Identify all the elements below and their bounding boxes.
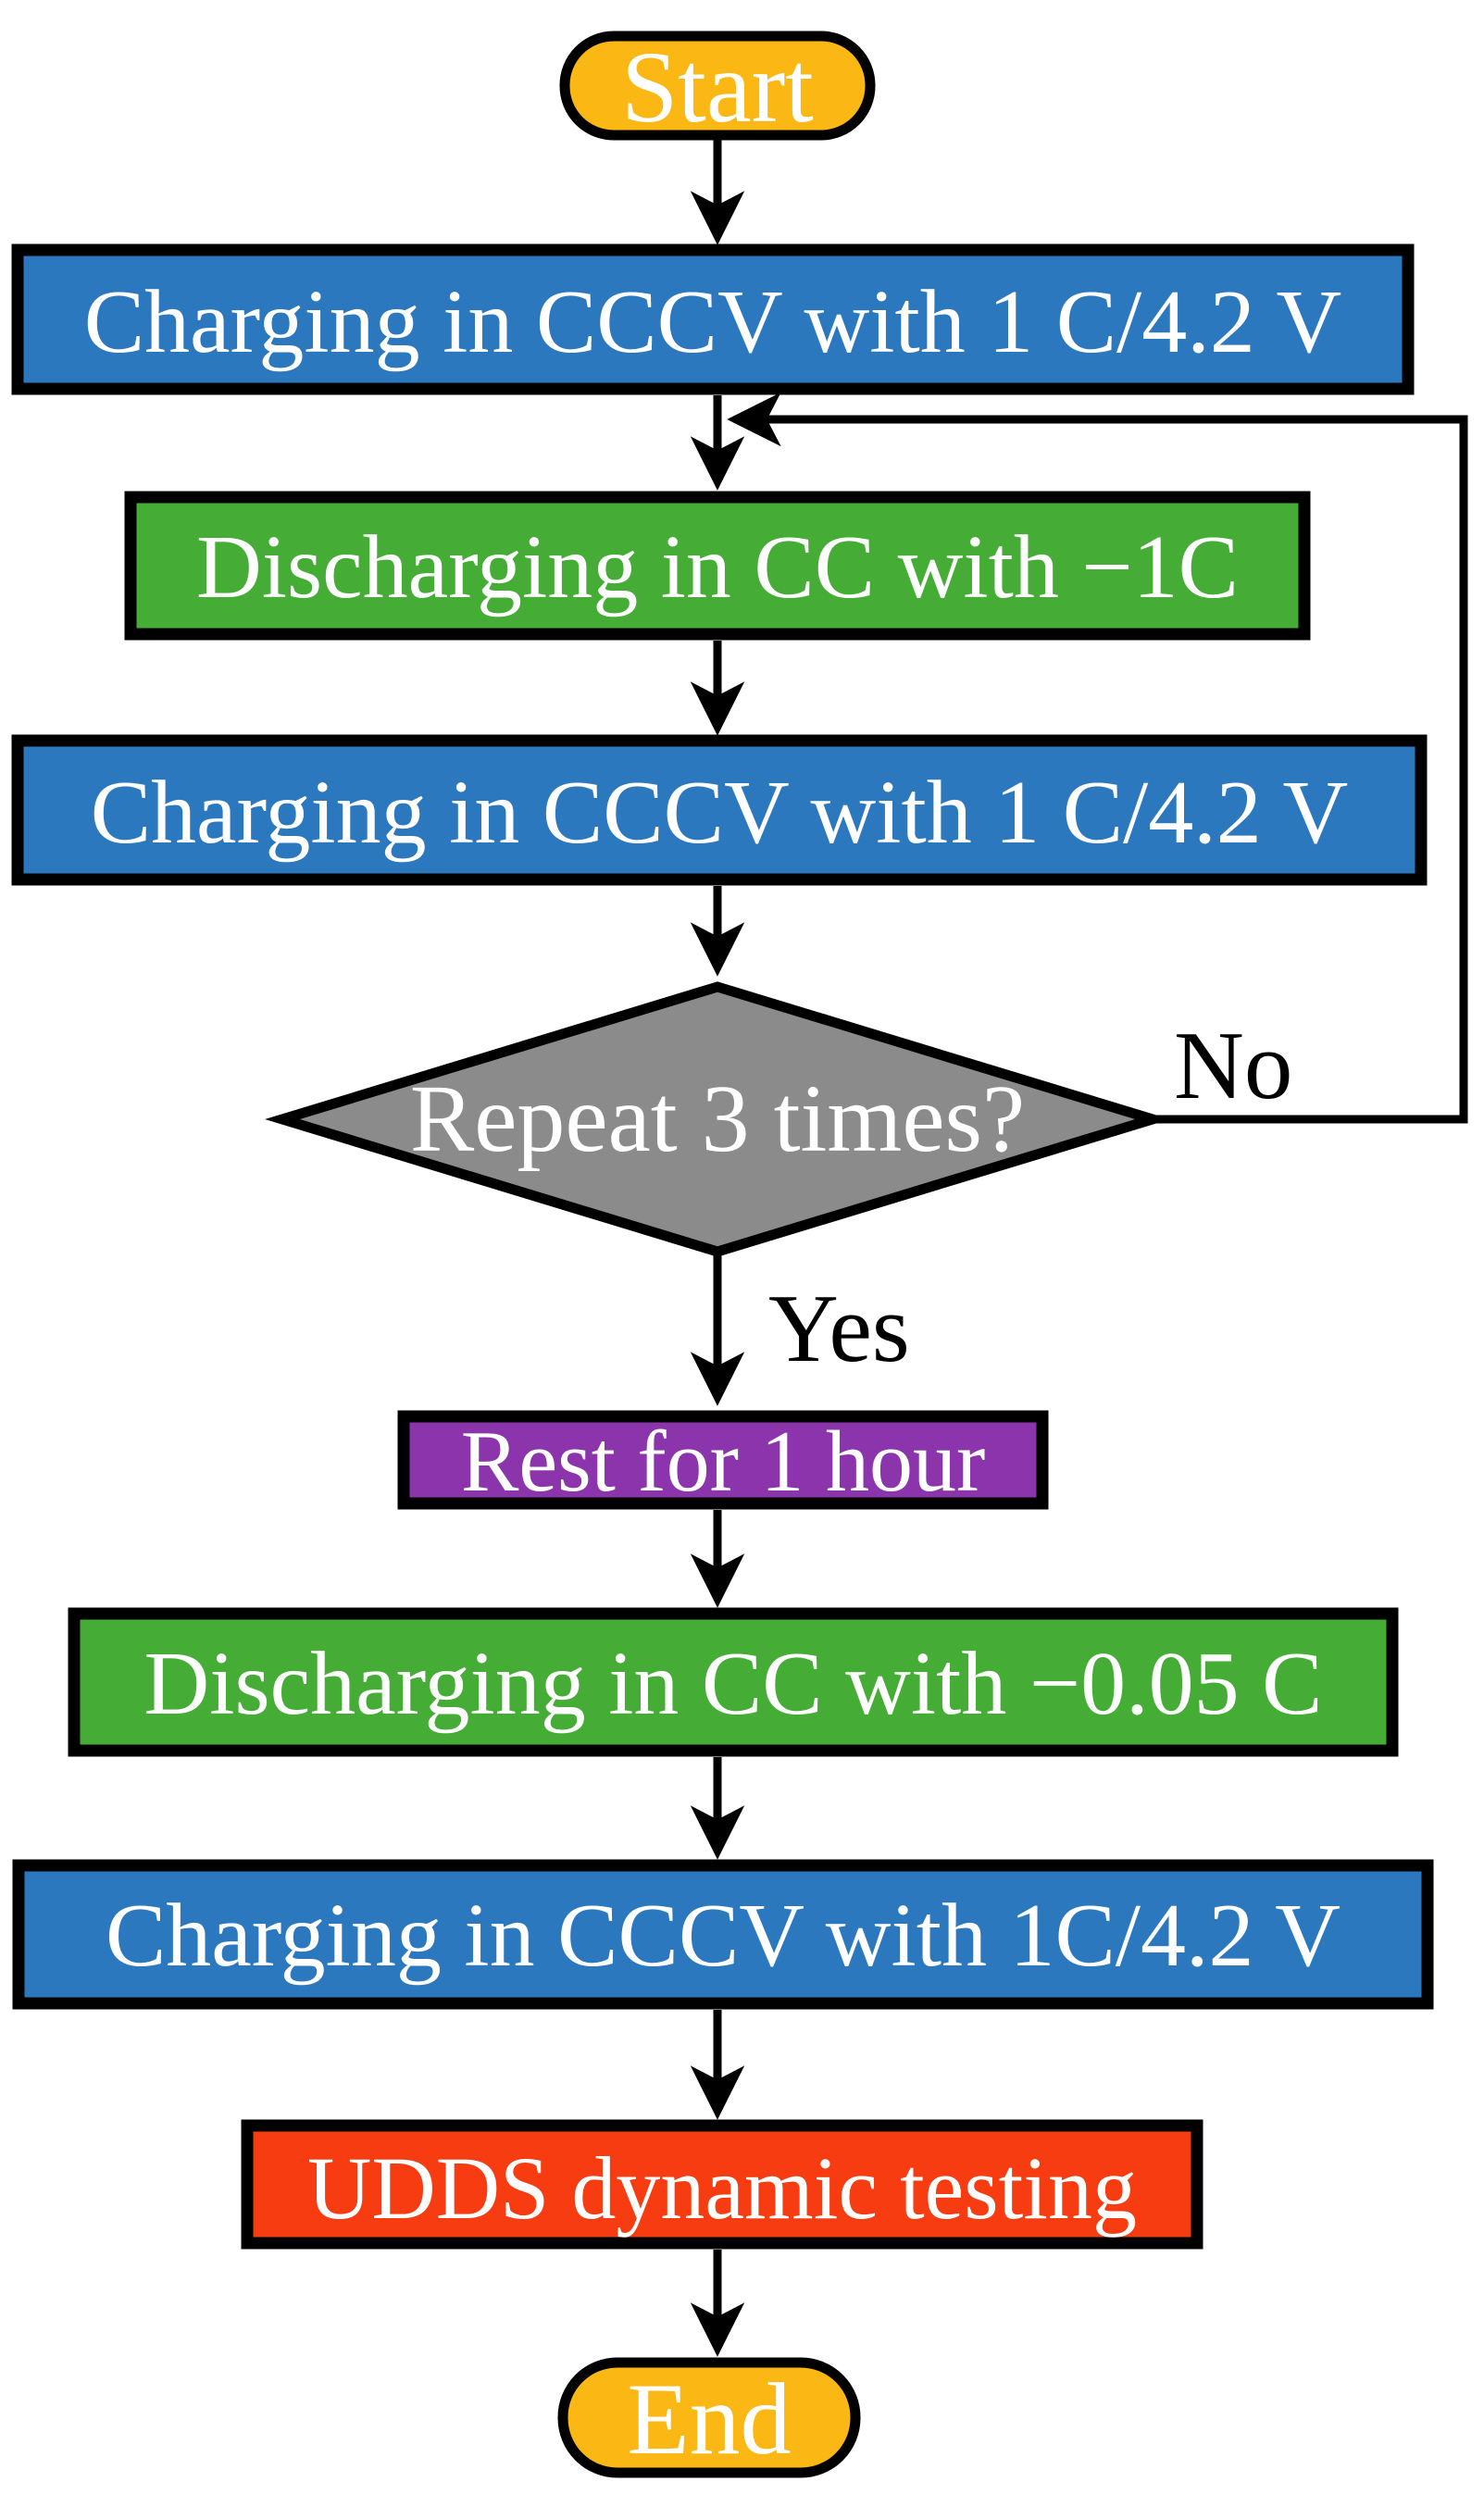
discharge1-node-label: Discharging in CC with −1C xyxy=(196,518,1239,617)
charge3-node xyxy=(12,1859,1434,2010)
end-node xyxy=(557,2357,861,2478)
udds-node xyxy=(241,2119,1203,2250)
no-edge-label: No xyxy=(1174,1011,1292,1119)
decision-node xyxy=(265,981,1170,1257)
start-node-label: Start xyxy=(621,31,814,143)
end-node-label: End xyxy=(627,2363,791,2475)
udds-node-label: UDDS dynamic testing xyxy=(307,2139,1137,2238)
discharge2-node-label: Discharging in CC with −0.05 C xyxy=(143,1634,1322,1734)
rest-node-label: Rest for 1 hour xyxy=(461,1414,986,1510)
discharge2-node xyxy=(68,1607,1399,1757)
arrow-no-feedback-loop xyxy=(727,392,1468,1124)
charge2-node xyxy=(11,734,1428,886)
rest-node xyxy=(397,1410,1049,1510)
charge2-node-label: Charging in CCCV with 1 C/4.2 V xyxy=(91,763,1349,863)
decision-node-label: Repeat 3 times? xyxy=(410,1066,1025,1172)
start-node xyxy=(559,31,876,141)
charge1-node-label: Charging in CCCV with 1 C/4.2 V xyxy=(84,272,1342,372)
charge3-node-label: Charging in CCCV with 1C/4.2 V xyxy=(106,1886,1341,1986)
yes-edge-label: Yes xyxy=(768,1274,910,1382)
charge1-node xyxy=(11,243,1415,395)
discharge1-node xyxy=(124,491,1311,641)
